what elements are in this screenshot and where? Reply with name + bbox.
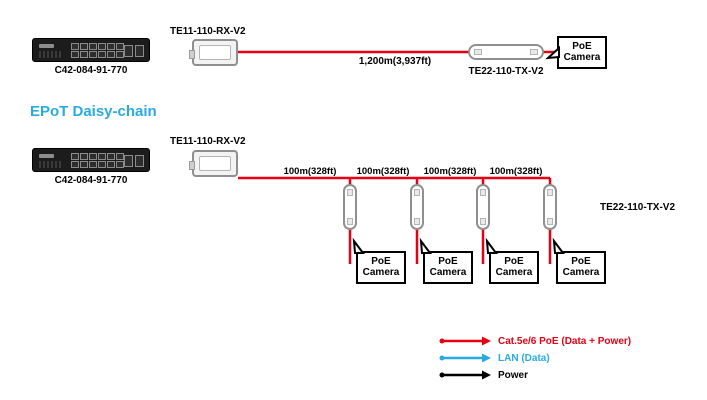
camera-label-line2: Camera bbox=[429, 267, 467, 278]
camera-label-line2: Camera bbox=[562, 267, 600, 278]
rx-label-daisy: TE11-110-RX-V2 bbox=[170, 136, 246, 147]
camera-label-line1: PoE bbox=[371, 256, 391, 267]
camera-label-line2: Camera bbox=[362, 267, 400, 278]
lan-line-icon bbox=[439, 353, 491, 363]
rx-transceiver-plug bbox=[189, 50, 195, 59]
tx-transceiver-vertical-3 bbox=[476, 184, 490, 230]
switch-ports bbox=[71, 43, 125, 59]
rx-transceiver-body bbox=[199, 156, 231, 171]
switch-vents bbox=[39, 51, 63, 58]
legend-label-lan: LAN (Data) bbox=[498, 352, 550, 364]
callout-tail-icon bbox=[545, 45, 560, 60]
power-line-icon bbox=[439, 370, 491, 380]
tx-transceiver-vertical-4 bbox=[543, 184, 557, 230]
network-switch-daisy bbox=[32, 148, 150, 172]
switch-sfp-ports bbox=[124, 45, 144, 57]
tx-connector-right bbox=[530, 49, 538, 55]
tx-label: TE22-110-TX-V2 bbox=[468, 66, 544, 77]
callout-tail-icon bbox=[552, 237, 565, 254]
rx-transceiver-body bbox=[199, 45, 231, 60]
poe-camera-callout-1: PoE Camera bbox=[352, 237, 406, 284]
poe-line-icon bbox=[439, 336, 491, 346]
switch-logo bbox=[39, 154, 54, 158]
callout-tail-icon bbox=[419, 237, 432, 254]
legend-label-poe: Cat.5e/6 PoE (Data + Power) bbox=[498, 335, 632, 347]
segment-length-label-2: 100m(328ft) bbox=[356, 166, 410, 177]
rx-transceiver-daisy bbox=[189, 150, 238, 177]
poe-camera-callout-2: PoE Camera bbox=[419, 237, 473, 284]
poe-camera-callout-3: PoE Camera bbox=[485, 237, 539, 284]
legend-label-power: Power bbox=[498, 369, 529, 381]
camera-label-line1: PoE bbox=[438, 256, 458, 267]
switch-logo bbox=[39, 44, 54, 48]
segment-length-label-4: 100m(328ft) bbox=[489, 166, 543, 177]
rx-transceiver bbox=[189, 39, 238, 66]
rx-label: TE11-110-RX-V2 bbox=[170, 26, 246, 37]
callout-tail-icon bbox=[485, 237, 498, 254]
legend-item-poe: Cat.5e/6 PoE (Data + Power) bbox=[438, 335, 631, 347]
tx-transceiver-vertical-1 bbox=[343, 184, 357, 230]
poe-camera-callout: PoE Camera bbox=[545, 36, 607, 69]
switch-label: C42-084-91-770 bbox=[54, 65, 128, 76]
switch-label-daisy: C42-084-91-770 bbox=[54, 175, 128, 186]
tx-transceiver bbox=[468, 44, 544, 60]
segment-length-label-3: 100m(328ft) bbox=[423, 166, 477, 177]
switch-sfp-ports bbox=[124, 155, 144, 167]
camera-label-line2: Camera bbox=[563, 52, 601, 63]
tx-transceiver-vertical-2 bbox=[410, 184, 424, 230]
tx-connector-left bbox=[474, 49, 482, 55]
tx-label-daisy: TE22-110-TX-V2 bbox=[600, 202, 676, 213]
camera-label-line1: PoE bbox=[571, 256, 591, 267]
segment-length-label-1: 100m(328ft) bbox=[283, 166, 337, 177]
camera-label-line1: PoE bbox=[504, 256, 524, 267]
legend-item-power: Power bbox=[438, 369, 528, 381]
callout-tail-icon bbox=[352, 237, 365, 254]
network-switch bbox=[32, 38, 150, 62]
camera-label-line2: Camera bbox=[495, 267, 533, 278]
poe-camera-callout-4: PoE Camera bbox=[552, 237, 606, 284]
switch-ports bbox=[71, 153, 125, 169]
rx-transceiver-plug bbox=[189, 161, 195, 170]
cable-length-label: 1,200m(3,937ft) bbox=[358, 56, 432, 67]
daisy-chain-title: EPoT Daisy-chain bbox=[30, 103, 157, 120]
legend-item-lan: LAN (Data) bbox=[438, 352, 550, 364]
switch-vents bbox=[39, 161, 63, 168]
camera-label-line1: PoE bbox=[572, 41, 592, 52]
